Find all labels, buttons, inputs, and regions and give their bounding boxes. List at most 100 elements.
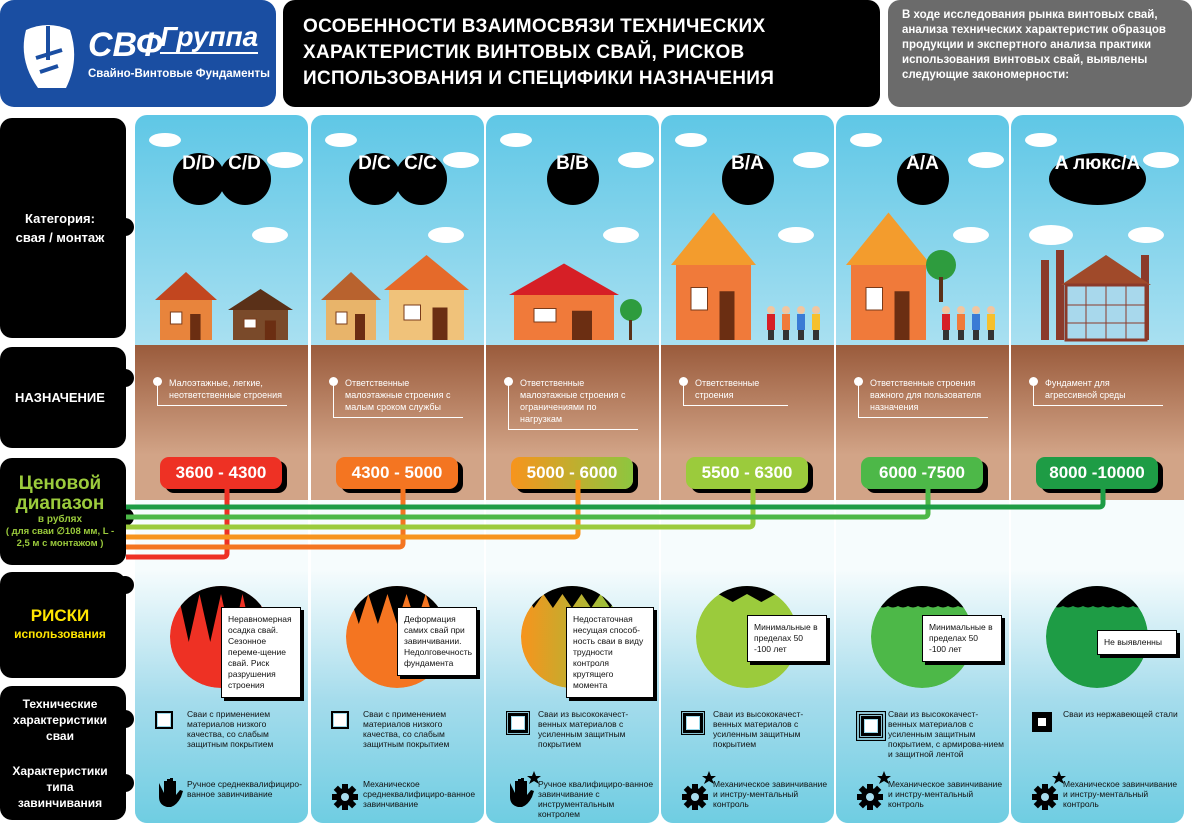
ground-area <box>661 345 834 455</box>
install-text: Механическое завинчивание и инстру-мента… <box>1063 779 1178 809</box>
gear-icon <box>679 771 719 815</box>
underline <box>1033 405 1163 406</box>
install-text: Механическое среднеквалифициро-ванное за… <box>363 779 476 809</box>
purpose-label: НАЗНАЧЕНИЕ <box>15 390 105 405</box>
category-badge: D/D <box>172 153 225 205</box>
price-label-unit: в рублях <box>37 513 83 525</box>
underline <box>157 405 287 406</box>
purpose-text: Ответственные малоэтажные строения с огр… <box>504 377 638 430</box>
square-2-icon <box>680 710 706 739</box>
label-tab <box>116 218 134 236</box>
category-column: A/A Ответственные строения важного для по… <box>836 115 1009 823</box>
bullet-dot <box>1029 377 1038 386</box>
risk-callout: Минимальные в пределах 50 -100 лет <box>747 615 827 662</box>
gear-icon <box>1029 771 1069 815</box>
risk-teeth <box>1046 586 1148 608</box>
tech-text: Сваи с применением материалов низкого ка… <box>187 709 274 749</box>
price-badge: 8000 -10000 <box>1036 457 1158 489</box>
row-label-risks: РИСКИ использования <box>0 572 134 678</box>
price-badge: 5000 - 6000 <box>511 457 633 489</box>
risks-label-sub: использования <box>14 627 106 641</box>
install-text: Механическое завинчивание и инстру-мента… <box>888 779 1003 809</box>
price-label-title: Ценовой диапазон <box>15 472 105 514</box>
category-badge: A люкс/A <box>1048 153 1147 205</box>
connector-line <box>858 383 859 418</box>
price-line <box>126 480 406 550</box>
price-badge: 5500 - 6300 <box>686 457 808 489</box>
logo-emblem-icon <box>23 25 75 88</box>
scene-illustration <box>135 115 308 351</box>
scene-illustration <box>311 115 484 351</box>
risk-callout: Не выявленны <box>1097 630 1177 655</box>
scene-illustration <box>661 115 834 351</box>
intro-text: В ходе исследования рынка винтовых свай,… <box>888 0 1192 107</box>
price-badge: 4300 - 5000 <box>336 457 458 489</box>
square-1-icon <box>330 710 350 733</box>
purpose-label: Ответственные строения важного для польз… <box>870 378 982 412</box>
row-label-purpose: НАЗНАЧЕНИЕ <box>0 347 134 448</box>
category-badge: C/D <box>218 153 271 205</box>
category-badge: A/A <box>896 153 949 205</box>
gear-icon <box>329 771 369 815</box>
ground-area <box>311 345 484 455</box>
square-3-icon <box>855 710 887 745</box>
label-tab <box>116 369 134 387</box>
underline <box>333 417 463 418</box>
company-logo: СВФ Группа Свайно-Винтовые Фундаменты <box>0 0 276 107</box>
tech-text: Сваи из высококачест-венных материалов с… <box>538 709 629 749</box>
connector-line <box>333 383 334 418</box>
page-title: ОСОБЕННОСТИ ВЗАИМОСВЯЗИ ТЕХНИЧЕСКИХ ХАРА… <box>283 0 880 107</box>
underline <box>508 429 638 430</box>
install-text: Механическое завинчивание и инстру-мента… <box>713 779 828 809</box>
price-line <box>126 480 756 530</box>
ground-area <box>836 345 1009 455</box>
purpose-label: Ответственные малоэтажные строения с мал… <box>345 378 451 412</box>
price-line <box>126 480 230 560</box>
category-badges: B/B <box>486 153 659 205</box>
gear-icon <box>854 771 894 815</box>
install-text: Ручное квалифициро-ванное завинчивание с… <box>538 779 654 819</box>
risk-callout: Минимальные в пределах 50 -100 лет <box>922 615 1002 662</box>
ground-area <box>135 345 308 455</box>
category-label: Категория: свая / монтаж <box>15 211 105 245</box>
install-text: Ручное среднеквалифициро-ванное завинчив… <box>187 779 302 799</box>
purpose-text: Фундамент для агрессивной среды <box>1029 377 1163 406</box>
category-badges: A/A <box>836 153 1009 205</box>
connector-line <box>1033 383 1034 406</box>
purpose-text: Малоэтажные, легкие, неответственные стр… <box>153 377 287 406</box>
purpose-label: Ответственные строения <box>695 378 760 400</box>
ground-area <box>1011 345 1184 455</box>
price-line <box>126 480 1106 510</box>
category-column: B/B Ответственные малоэтажные строения с … <box>486 115 659 823</box>
logo-subtitle: Свайно-Винтовые Фундаменты <box>88 68 270 80</box>
square-1-icon <box>154 710 174 733</box>
risk-callout: Неравномерная осадка свай. Сезонное пере… <box>221 607 301 698</box>
risk-teeth <box>871 586 973 608</box>
bullet-dot <box>504 377 513 386</box>
label-tab <box>116 508 134 526</box>
underline <box>858 417 988 418</box>
price-line <box>126 480 581 540</box>
purpose-label: Малоэтажные, легкие, неответственные стр… <box>169 378 283 400</box>
category-badge: B/A <box>721 153 774 205</box>
tech-label: Технические характеристики сваи <box>13 696 107 743</box>
scene-illustration <box>836 115 1009 351</box>
price-line <box>126 480 931 520</box>
purpose-label: Фундамент для агрессивной среды <box>1045 378 1126 400</box>
bullet-dot <box>679 377 688 386</box>
price-connector-lines <box>126 480 1106 560</box>
hand-icon <box>504 771 544 815</box>
purpose-text: Ответственные строения <box>679 377 788 406</box>
square-2-icon <box>505 710 531 739</box>
connector-line <box>508 383 509 430</box>
bullet-dot <box>153 377 162 386</box>
category-column: A люкс/A Фундамент для агрессивной среды 8… <box>1011 115 1184 823</box>
underline <box>683 405 788 406</box>
tech-text: Сваи с применением материалов низкого ка… <box>363 709 450 749</box>
tech-text: Сваи из высококачест-венных материалов с… <box>713 709 804 749</box>
